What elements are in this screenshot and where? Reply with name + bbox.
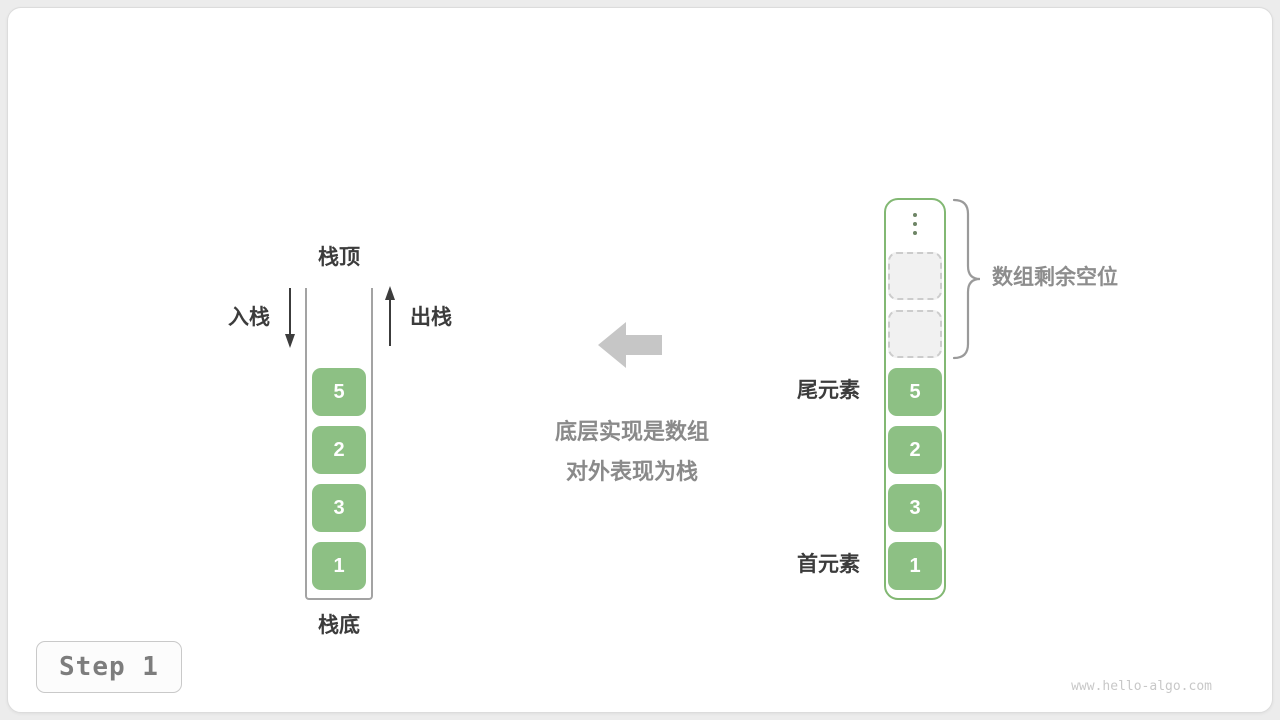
array-empty-slot bbox=[888, 252, 942, 300]
push-arrow-down-icon bbox=[285, 288, 295, 348]
stack-cell: 2 bbox=[312, 426, 366, 474]
watermark: www.hello-algo.com bbox=[1071, 679, 1212, 694]
step-badge-label: Step 1 bbox=[59, 652, 159, 682]
caption-line-2: 对外表现为栈 bbox=[565, 459, 698, 484]
array-head-label: 首元素 bbox=[797, 553, 860, 576]
array-remaining-label: 数组剩余空位 bbox=[992, 266, 1118, 289]
array-cell: 2 bbox=[888, 426, 942, 474]
block-arrow-left-icon bbox=[598, 322, 662, 368]
stack-bottom-label: 栈底 bbox=[318, 614, 360, 637]
stack-cell: 3 bbox=[312, 484, 366, 532]
array-empty-slot bbox=[888, 310, 942, 358]
push-label: 入栈 bbox=[228, 306, 270, 329]
stack-top-label: 栈顶 bbox=[318, 246, 360, 269]
step-badge: Step 1 bbox=[36, 641, 182, 693]
array-cell: 5 bbox=[888, 368, 942, 416]
pop-arrow-up-icon bbox=[385, 286, 395, 346]
array-cell: 3 bbox=[888, 484, 942, 532]
figure-card bbox=[7, 7, 1273, 713]
array-tail-label: 尾元素 bbox=[797, 379, 860, 402]
stack-container: 5 2 3 1 bbox=[305, 288, 373, 600]
caption-line-1: 底层实现是数组 bbox=[554, 419, 709, 444]
vertical-ellipsis-icon bbox=[913, 206, 917, 242]
pop-label: 出栈 bbox=[410, 306, 452, 329]
center-caption: 底层实现是数组 对外表现为栈 bbox=[490, 412, 774, 492]
array-container: 5 2 3 1 bbox=[884, 198, 946, 600]
stack-cell: 5 bbox=[312, 368, 366, 416]
stack-cell: 1 bbox=[312, 542, 366, 590]
curly-brace-right-icon bbox=[952, 198, 981, 360]
array-cell: 1 bbox=[888, 542, 942, 590]
